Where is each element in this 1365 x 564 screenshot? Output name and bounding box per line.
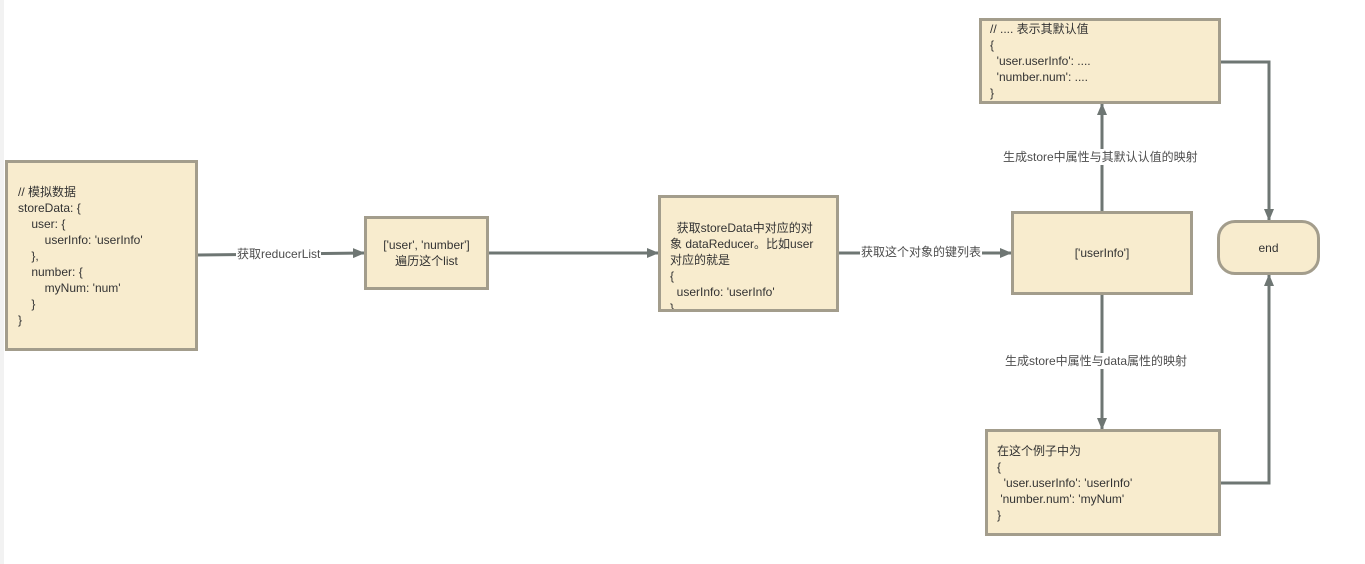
edge-label-get-key-list: 获取这个对象的键列表 [860, 244, 983, 260]
default-values-text: // .... 表示其默认值 { 'user.userInfo': .... '… [990, 22, 1091, 100]
default-values-node: // .... 表示其默认值 { 'user.userInfo': .... '… [979, 18, 1221, 104]
data-reducer-text: 获取storeData中对应的对 象 dataReducer。比如user 对应… [670, 221, 814, 312]
example-node: 在这个例子中为 { 'user.userInfo': 'userInfo' 'n… [985, 429, 1221, 536]
mock-data-text: // 模拟数据 storeData: { user: { userInfo: '… [18, 184, 143, 327]
end-text: end [1258, 240, 1279, 255]
left-rule [0, 0, 4, 564]
key-list-text: ['userInfo'] [1074, 246, 1130, 260]
mock-data-node: // 模拟数据 storeData: { user: { userInfo: '… [5, 160, 198, 351]
edge-label-data-mapping: 生成store中属性与data属性的映射 [1004, 353, 1189, 369]
example-text: 在这个例子中为 { 'user.userInfo': 'userInfo' 'n… [997, 443, 1133, 522]
connector-example-to-end [1221, 274, 1274, 485]
reducer-list-text: ['user', 'number'] 遍历这个list [383, 238, 470, 268]
reducer-list-node: ['user', 'number'] 遍历这个list [364, 216, 489, 290]
key-list-node: ['userInfo'] [1011, 211, 1193, 295]
connector-defaults-to-end [1221, 60, 1274, 221]
data-reducer-node: 获取storeData中对应的对 象 dataReducer。比如user 对应… [658, 195, 839, 312]
end-node: end [1217, 220, 1320, 275]
edge-label-get-reducer-list: 获取reducerList [236, 246, 322, 262]
edge-label-default-mapping: 生成store中属性与其默认认值的映射 [1002, 149, 1199, 165]
